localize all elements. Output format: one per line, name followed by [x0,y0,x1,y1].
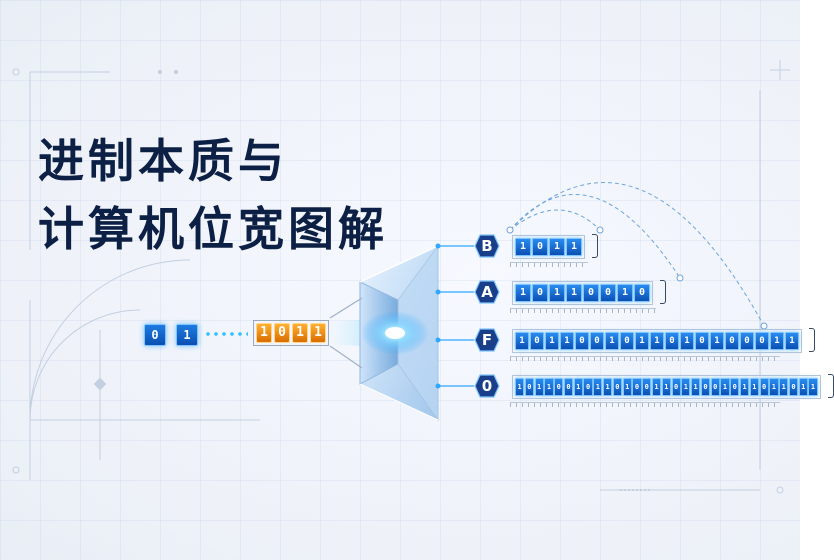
hexagon-badge-icon [474,374,500,398]
bit-cell: 1 [691,378,701,396]
bit-bar-1: 1011001010110010 [512,281,653,305]
main-title-line-2: 计算机位宽图解 [38,202,388,256]
bit-cell: 1 [785,332,799,350]
hexagon-badge-icon [474,328,500,352]
bracket [809,328,815,352]
bit-cell: 1 [549,238,565,256]
bit-cell: 1 [779,378,789,396]
bit-cell: 0 [583,284,599,302]
bit-cell: 0 [575,332,589,350]
badge-label: F [481,331,493,349]
background-decoration [12,60,790,494]
bit-cell: 1 [603,378,613,396]
bit-cell: 1 [515,332,529,350]
bit-cell: 0 [530,332,544,350]
input-bit-0: 0 [144,324,166,346]
bit-cell: 0 [710,378,720,396]
badge-2: F [474,328,500,352]
bracket [592,234,598,258]
bit-cell: 1 [769,378,779,396]
bit-bar-3: 1011001011010011011001011011011101100101… [512,375,821,399]
bit-cell: 1 [808,378,818,396]
bit-cell: 1 [566,284,582,302]
bit-bar-0: 10111011 [512,235,585,259]
bit-bar-2: 10110010110101000111011001011010100011 [512,329,802,353]
bit-cell: 0 [600,284,616,302]
bit-cell: 0 [740,332,754,350]
ruler [510,262,588,267]
bit-cell: 1 [534,378,544,396]
bit-cell: 0 [634,284,650,302]
bit-cell: 0 [755,332,769,350]
bit-cell: 1 [545,332,559,350]
bit-cell: 1 [681,378,691,396]
bit-cell: 1 [650,332,664,350]
bit-cell: 1 [770,332,784,350]
bit-cell: 1 [622,378,632,396]
badge-label: 0 [481,377,493,395]
bit-cell: 0 [532,284,548,302]
hexagon-badge-icon [474,280,500,304]
input-bit-1: 1 [176,324,198,346]
bit-cell: 1 [593,378,603,396]
bit-cell: 1 [661,378,671,396]
bit-cell: 1 [515,378,525,396]
bit-cell: 1 [720,378,730,396]
bracket [827,374,834,398]
bit-cell: 1 [544,378,554,396]
ruler [510,308,656,313]
bit-cell: 0 [788,378,799,396]
bit-cell: 0 [665,332,679,350]
badge-0: B [474,234,500,258]
bit-cell: 0 [620,332,634,350]
bit-cell: 0 [632,378,642,396]
ruler [510,402,780,407]
nibble-bit-0: 1 [256,323,272,343]
bit-cell: 1 [549,284,565,302]
bit-cell: 1 [749,378,759,396]
main-title-line-1: 进制本质与 [38,134,288,188]
dotted-connector [204,332,248,336]
badge-1: A [474,280,500,304]
bit-cell: 1 [617,284,633,302]
badge-3: 0 [474,374,500,398]
badge-label: B [481,237,493,255]
badge-label: A [481,283,493,301]
bit-cell: 0 [671,378,681,396]
bit-cell: 0 [642,378,652,396]
bit-cell: 0 [524,378,534,396]
bit-cell: 0 [590,332,604,350]
hexagon-badge-icon [474,234,500,258]
bit-cell: 1 [798,378,808,396]
bit-cell: 1 [651,378,662,396]
bit-cell: 0 [563,378,574,396]
bit-cell: 0 [725,332,739,350]
bit-cell: 1 [515,238,531,256]
bit-cell: 0 [695,332,709,350]
bit-cell: 1 [710,332,724,350]
bit-cell: 0 [700,378,711,396]
bit-cell: 1 [739,378,750,396]
bit-cell: 1 [605,332,619,350]
nibble-bit-3: 1 [310,323,326,343]
funnel-prism-icon [329,182,768,422]
bit-cell: 0 [554,378,564,396]
bit-cell: 1 [635,332,649,350]
bit-cell: 0 [583,378,593,396]
bit-cell: 0 [612,378,622,396]
bit-cell: 1 [566,238,582,256]
bit-cell: 1 [680,332,694,350]
bit-cell: 1 [573,378,583,396]
nibble-bit-2: 1 [292,323,308,343]
bit-cell: 0 [759,378,769,396]
bit-cell: 1 [560,332,574,350]
bit-cell: 0 [730,378,740,396]
nibble-bit-1: 0 [274,323,290,343]
nibble-group: 1 0 1 1 [253,320,329,346]
bracket [660,280,666,304]
bit-cell: 1 [515,284,531,302]
bit-cell: 0 [532,238,548,256]
ruler [510,356,780,361]
